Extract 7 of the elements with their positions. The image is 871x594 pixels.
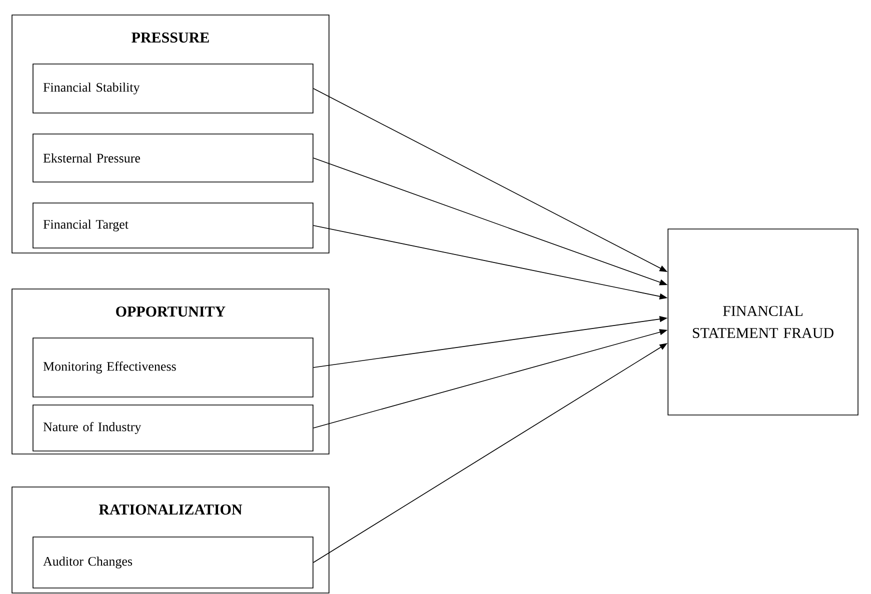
factor-box: Auditor Changes [32,536,314,588]
factor-box: Monitoring Effectiveness [32,338,314,398]
outcome-box: FINANCIAL STATEMENT FRAUD [668,228,858,416]
factor-box: Financial Stability [32,64,314,114]
factor-box: Financial Target [32,202,314,248]
factor-box: Eksternal Pressure [32,134,314,182]
factor-box: Nature of Industry [32,404,314,452]
